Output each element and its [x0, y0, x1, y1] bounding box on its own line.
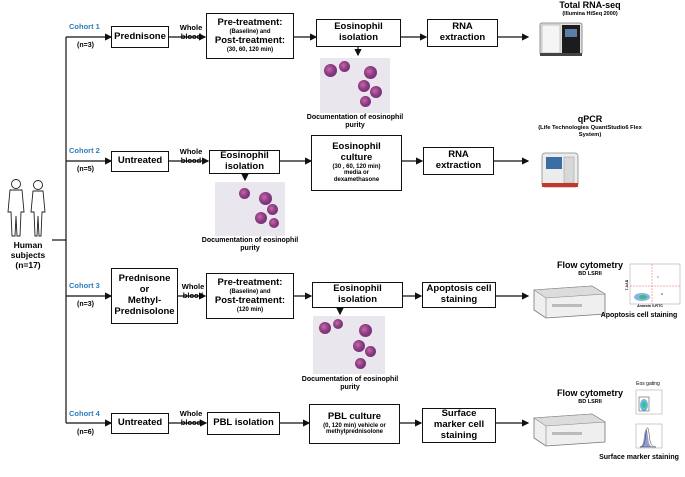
pbl-culture-line1: PBL culture	[327, 410, 382, 422]
whole-blood-label-2: Whole blood	[179, 147, 203, 165]
untreated-box-4: Untreated	[111, 413, 169, 434]
eosinophil-micrograph-3	[313, 316, 385, 374]
surface-marker-staining-box: Surface marker cell staining	[422, 408, 496, 443]
doc-purity-3: Documentation of eosinophil purity	[301, 376, 399, 392]
eosinophil-micrograph-1	[320, 58, 390, 113]
eosinophil-isolation-box-1: Eosinophil isolation	[316, 19, 401, 47]
timepoints-label-3: (120 min)	[236, 306, 264, 313]
timepoints-label: (30, 60, 120 min)	[226, 46, 274, 53]
qpcr-subtitle: (Life Technologies QuantStudio6 Flex Sys…	[538, 125, 642, 138]
qpcr-title: qPCR	[577, 114, 603, 124]
pbl-culture-line3: methylprednisolone	[325, 429, 383, 436]
flow-cytometry-subtitle-4: BD LSRII	[578, 399, 602, 405]
rnaseq-subtitle: (Illumina HiSeq 2000)	[562, 11, 618, 17]
pre-treatment-label-3: Pre-treatment:	[217, 277, 283, 289]
post-treatment-label: Post-treatment:	[214, 35, 286, 46]
apoptosis-scatter-plot	[629, 263, 681, 305]
human-line3: (n=17)	[15, 260, 41, 271]
human-line1: Human	[13, 240, 43, 250]
rnaseq-title: Total RNA-seq	[559, 0, 621, 10]
rna-extraction-box-2: RNA extraction	[423, 147, 494, 175]
prednisone-methylprednisolone-box: Prednisone or Methyl- Prednisolone	[111, 268, 178, 324]
treatment3-line2: or	[139, 284, 150, 296]
culture-line2: culture	[340, 151, 373, 163]
apoptosis-result-label: Apoptosis cell staining	[600, 312, 678, 319]
flow-cytometry-title-3: Flow cytometry	[556, 260, 623, 270]
eosinophil-micrograph-2	[215, 182, 285, 236]
pbl-culture-line2: (0, 120 min) vehicle or	[323, 422, 386, 429]
cohort-1-n: (n=3)	[77, 42, 94, 49]
eosinophil-isolation-box-3: Eosinophil isolation	[312, 282, 403, 308]
eosinophil-isolation-box-2: Eosinophil isolation	[209, 150, 280, 174]
surface-marker-result-label: Surface marker staining	[599, 454, 679, 461]
cohort-2-label: Cohort 2	[69, 146, 100, 155]
treatment3-line4: Prednisolone	[114, 305, 175, 317]
cohort-3-label: Cohort 3	[69, 281, 100, 290]
apoptosis-plot-ylabel: 7-AAD	[624, 279, 629, 291]
eosinophil-culture-box: Eosinophil culture (30 , 60, 120 min) me…	[311, 135, 402, 191]
human-line2: subjects	[10, 250, 46, 261]
pre-post-treatment-box-1: Pre-treatment: (Baseline) and Post-treat…	[206, 13, 294, 59]
doc-purity-1: Documentation of eosinophil purity	[306, 114, 404, 130]
post-treatment-label-3: Post-treatment:	[214, 295, 286, 306]
pre-post-treatment-box-3: Pre-treatment: (Baseline) and Post-treat…	[206, 273, 294, 319]
cohort-4-n: (n=6)	[77, 429, 94, 436]
whole-blood-label-4: Whole blood	[179, 409, 203, 427]
baseline-label-3: (Baseline) and	[229, 289, 271, 296]
histogram-plot	[635, 423, 663, 449]
eos-gating-label: Eos gating	[636, 381, 660, 387]
cohort-3-n: (n=3)	[77, 301, 94, 308]
whole-blood-label-1: Whole blood	[179, 23, 203, 41]
human-figures-icon	[7, 179, 46, 237]
flow-cytometer-device-icon-3	[533, 285, 606, 319]
qpcr-device-icon	[541, 152, 579, 188]
prednisone-box: Prednisone	[111, 26, 169, 48]
rna-extraction-box-1: RNA extraction	[427, 19, 498, 47]
eos-gating-plot	[635, 389, 663, 415]
baseline-label: (Baseline) and	[229, 29, 271, 36]
cohort-2-n: (n=5)	[77, 166, 94, 173]
culture-media: media or	[343, 170, 369, 177]
flow-cytometer-device-icon-4	[533, 413, 606, 447]
human-subjects-label: Human subjects (n=17)	[0, 240, 56, 271]
pbl-culture-box: PBL culture (0, 120 min) vehicle or meth…	[309, 404, 400, 444]
whole-blood-label-3: Whole blood	[181, 282, 205, 300]
apoptosis-plot-xlabel: Annexin V-FITC	[637, 304, 663, 308]
treatment3-line3: Methyl-	[127, 295, 162, 306]
apoptosis-staining-box: Apoptosis cell staining	[422, 282, 496, 308]
culture-line1: Eosinophil	[332, 140, 381, 152]
untreated-box-2: Untreated	[111, 151, 169, 172]
cohort-1-label: Cohort 1	[69, 22, 100, 31]
pre-treatment-label: Pre-treatment:	[217, 17, 283, 29]
doc-purity-2: Documentation of eosinophil purity	[201, 237, 299, 253]
cohort-4-label: Cohort 4	[69, 409, 100, 418]
flow-cytometry-subtitle-3: BD LSRII	[578, 271, 602, 277]
treatment3-line1: Prednisone	[118, 273, 171, 285]
flow-cytometry-title-4: Flow cytometry	[556, 388, 623, 398]
pbl-isolation-box: PBL isolation	[207, 412, 280, 435]
culture-timepoints: (30 , 60, 120 min)	[332, 163, 381, 170]
sequencer-device-icon	[539, 22, 583, 56]
culture-dexamethasone: dexamethasone	[333, 177, 380, 184]
